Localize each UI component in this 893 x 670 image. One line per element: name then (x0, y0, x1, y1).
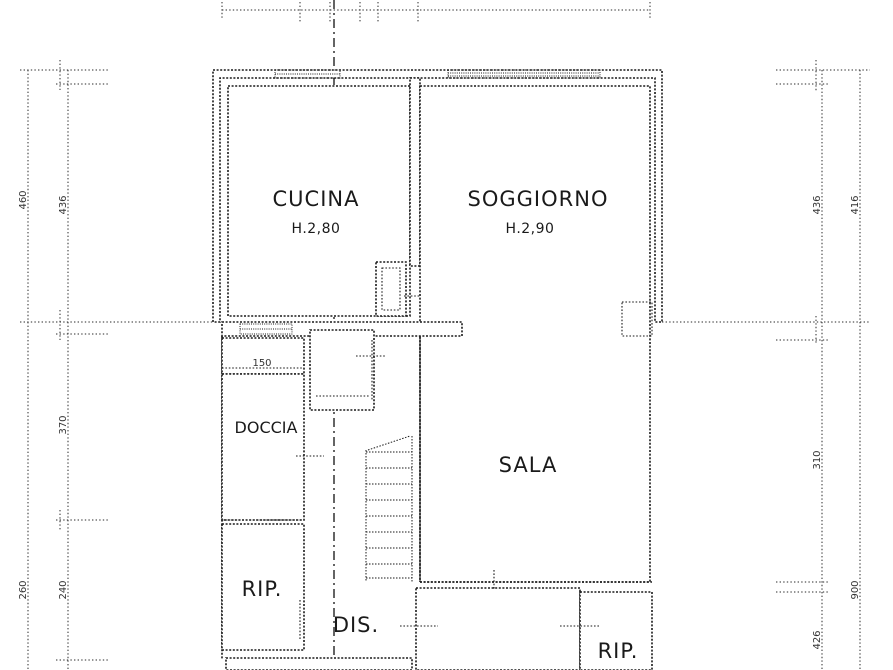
room-label-sala: SALA (499, 453, 558, 477)
room-height-soggiorno: H.2,90 (506, 221, 555, 237)
room-label-rip-right: RIP. (598, 639, 639, 663)
dimension-left-outer-2: 260 (18, 580, 29, 599)
room-label-dis: DIS. (333, 613, 379, 637)
stair-core (309, 329, 413, 582)
room-label-cucina: CUCINA (273, 187, 360, 211)
bottom-rooms (225, 570, 653, 670)
rip-left-room (221, 523, 305, 651)
room-label-rip-left: RIP. (242, 577, 283, 601)
top-dimension-chain (221, 2, 651, 22)
dimension-left-inner-3: 240 (58, 580, 69, 599)
dimension-left-inner-2: 370 (58, 415, 69, 434)
dimension-right-outer-2: 900 (850, 580, 861, 599)
room-label-doccia: DOCCIA (235, 418, 298, 437)
dimension-left-inner-1: 436 (58, 195, 69, 214)
dimension-right-outer-1: 416 (850, 195, 861, 214)
room-height-cucina: H.2,80 (292, 221, 341, 237)
middle-wall-strip (221, 321, 463, 337)
top-windows (274, 69, 601, 79)
left-dimension-chains (20, 60, 110, 670)
room-label-soggiorno: SOGGIORNO (468, 187, 609, 211)
cucina-walls (227, 77, 432, 317)
dimension-doccia-width: 150 (252, 358, 271, 369)
right-dimension-chains (776, 60, 870, 670)
doccia-room (221, 337, 324, 521)
dimension-right-inner-2: 310 (812, 450, 823, 469)
dimension-right-inner-3: 426 (812, 630, 823, 649)
dimension-left-outer-1: 460 (18, 190, 29, 209)
dimension-right-inner-1: 436 (812, 195, 823, 214)
upper-outer-walls (212, 69, 663, 323)
